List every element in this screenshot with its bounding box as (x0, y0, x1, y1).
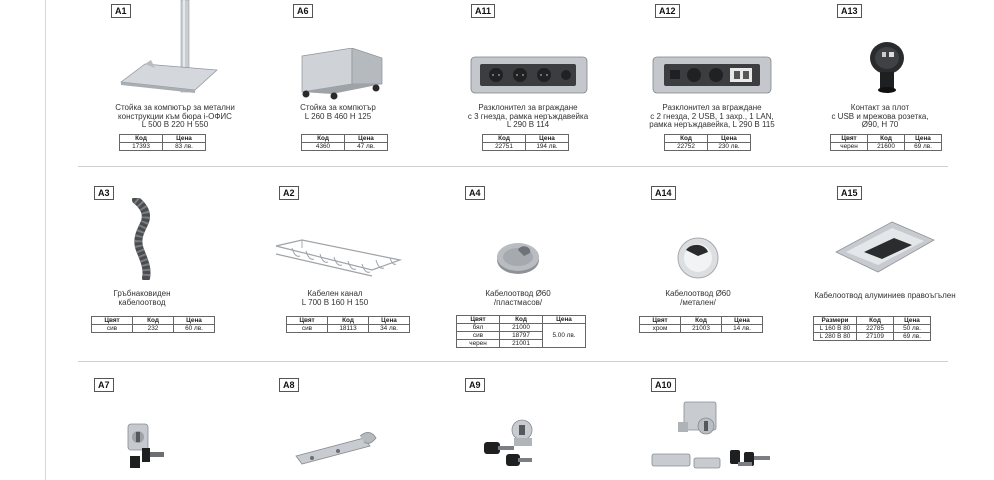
product-description: Стойка за компютър L 260 B 460 H 125 (300, 103, 376, 121)
product-description: Кабелоотвод алуминиев правоъгълен (814, 291, 956, 300)
cable-tray-image (275, 239, 402, 277)
product-description: Кабелоотвод Ø60 /метален/ (665, 289, 731, 307)
cabinet-lock-set-image (651, 401, 770, 469)
product-description: Разклонител за вграждане с 2 гнезда, 2 U… (649, 103, 775, 130)
cam-lock-with-keys-image (127, 423, 164, 468)
product-code-label: A7 (94, 378, 114, 392)
product-code-label: A6 (293, 4, 313, 18)
drawer-lock-with-keys-image (484, 419, 533, 466)
row-divider (78, 361, 948, 362)
desk-socket-usb-image (870, 42, 904, 93)
product-description: Разклонител за вграждане с 3 гнезда, рам… (467, 103, 589, 130)
lock-latch-bar-image (295, 432, 377, 465)
product-code-label: A8 (279, 378, 299, 392)
product-code-label: A13 (837, 4, 862, 18)
metal-cable-grommet-image (677, 237, 719, 279)
product-code-label: A12 (655, 4, 680, 18)
computer-stand-image (120, 0, 218, 93)
product-code-label: A14 (651, 186, 676, 200)
product-description: Кабелоотвод Ø60 /пластмасов/ (485, 289, 551, 307)
product-code-label: A1 (111, 4, 131, 18)
page-margin-line (45, 0, 46, 480)
product-code-label: A15 (837, 186, 862, 200)
product-code-label: A2 (279, 186, 299, 200)
product-code-label: A3 (94, 186, 114, 200)
product-description: Стойка за компютър за метални конструкци… (115, 103, 235, 130)
product-description: Контакт за плот с USB и мрежова розетка,… (831, 103, 929, 130)
aluminium-rectangular-grommet-image (835, 221, 935, 273)
spine-cable-organizer-image (132, 198, 151, 280)
product-description: Кабелен канал L 700 B 160 H 150 (301, 289, 369, 307)
power-strip-3-sockets-image (470, 56, 588, 94)
plastic-cable-grommet-image (497, 243, 539, 274)
product-code-label: A9 (465, 378, 485, 392)
product-code-label: A10 (651, 378, 676, 392)
product-description: Гръбнаковиден кабелоотвод (113, 289, 171, 307)
cpu-holder-image (301, 48, 383, 100)
row-divider (78, 166, 948, 167)
power-strip-usb-lan-image (652, 56, 772, 94)
product-code-label: A4 (465, 186, 485, 200)
product-code-label: A11 (471, 4, 496, 18)
